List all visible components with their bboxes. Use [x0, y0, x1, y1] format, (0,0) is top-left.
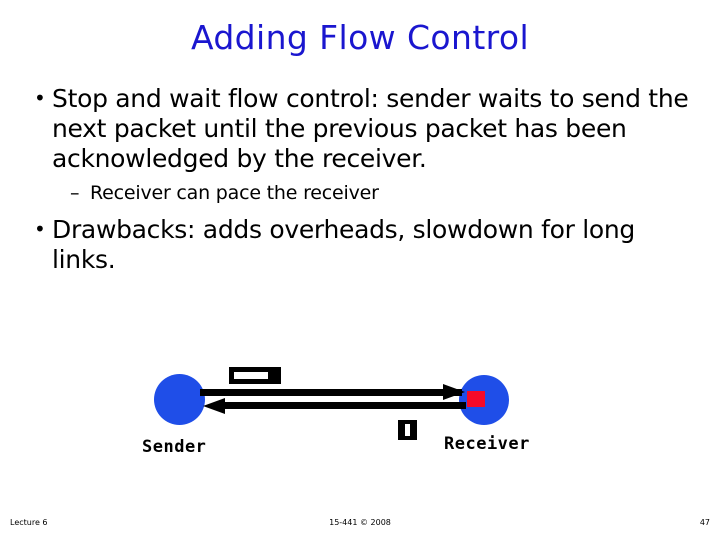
bullet-text: Drawbacks: adds overheads, slowdown for … [52, 215, 635, 274]
stop-and-wait-diagram [0, 350, 720, 480]
forward-arrow-line [200, 389, 462, 396]
sub-bullet-marker: – [70, 182, 80, 204]
footer-lecture-label: Lecture 6 [10, 518, 48, 527]
bullet-marker: • [34, 86, 46, 110]
bullet-text: Stop and wait flow control: sender waits… [52, 84, 689, 173]
spacer [30, 206, 700, 215]
bullet-item-1: • Stop and wait flow control: sender wai… [30, 84, 700, 174]
footer-course-label: 15-441 © 2008 [329, 518, 391, 527]
sub-bullet-text: Receiver can pace the receiver [90, 182, 379, 204]
sender-label: Sender [142, 437, 207, 457]
receiver-label: Receiver [444, 434, 530, 454]
page-title: Adding Flow Control [190, 18, 530, 57]
reverse-arrow-head-icon [203, 398, 225, 414]
data-packet-tail-icon [268, 367, 281, 384]
sender-node-icon [154, 374, 205, 425]
bullet-item-3: • Drawbacks: adds overheads, slowdown fo… [30, 215, 700, 275]
footer-page-number: 47 [699, 518, 710, 527]
slide-body: • Stop and wait flow control: sender wai… [30, 84, 700, 275]
bullet-marker: • [34, 217, 46, 241]
reverse-arrow-line [214, 402, 466, 409]
bullet-item-2: – Receiver can pace the receiver [30, 180, 700, 206]
slide-footer: Lecture 6 15-441 © 2008 47 [0, 518, 720, 538]
ack-packet-slot-icon [405, 424, 410, 436]
receiver-buffer-marker-icon [467, 391, 485, 407]
forward-arrow-head-icon [443, 384, 465, 400]
